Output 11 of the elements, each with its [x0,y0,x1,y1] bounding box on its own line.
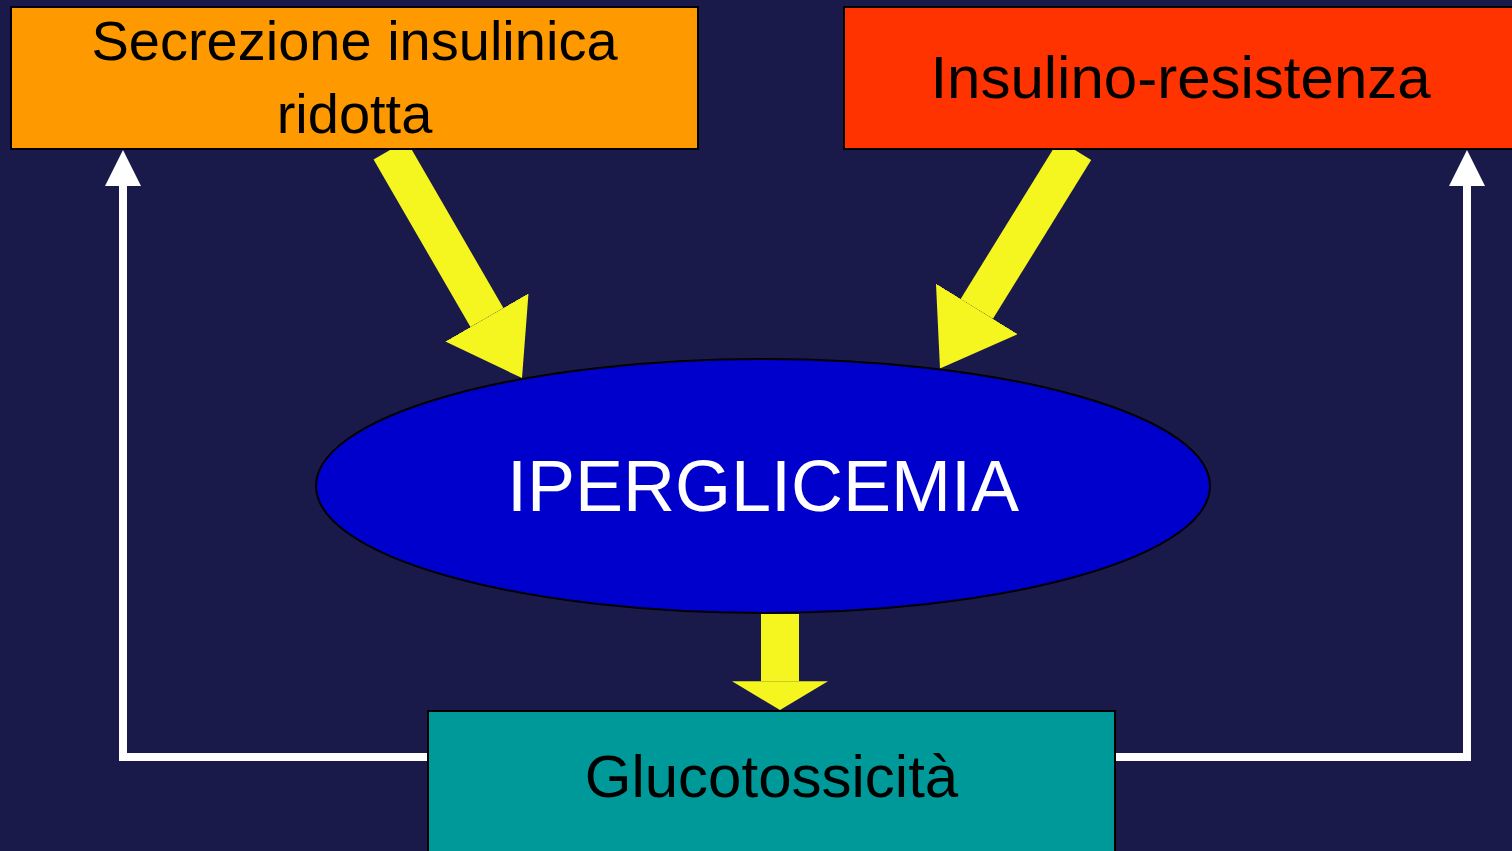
process-box [10,6,699,150]
block-arrow [732,613,828,710]
process-box [427,710,1116,851]
node-label: Glucotossicità [583,742,960,812]
feedback-arrow [1116,150,1485,761]
node-label: IPERGLICEMIA [505,445,1021,528]
feedback-arrow [105,150,427,761]
node-label: Insulino-resistenza [929,43,1432,113]
ellipse-node [315,358,1211,614]
process-box [843,6,1512,150]
node-label: Secrezione insulinica ridotta [90,8,619,147]
